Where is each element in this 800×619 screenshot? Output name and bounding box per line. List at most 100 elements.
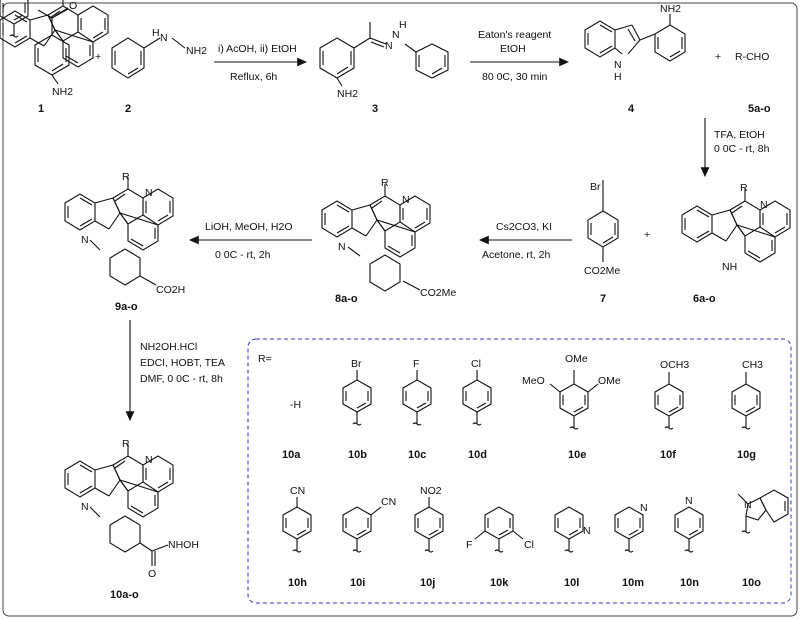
step2-conditions: 80 0C, 30 min	[482, 71, 548, 83]
r-group-10o	[737, 489, 789, 534]
label-compound-4: 4	[628, 103, 635, 115]
atom-n-10m: N	[640, 502, 648, 514]
atom-ch3-10g: CH3	[742, 359, 763, 371]
label-10a: 10a	[282, 449, 301, 461]
atom-f-10c: F	[413, 358, 419, 370]
step1-reagents: i) AcOH, ii) EtOH	[218, 43, 297, 55]
compound-8-structure	[321, 183, 431, 292]
atom-f-10k: F	[466, 539, 472, 551]
r-group-10d	[462, 379, 492, 426]
atom-n-9: N	[145, 187, 153, 199]
atom-r-10: R	[122, 438, 130, 450]
r-group-10k	[484, 506, 514, 553]
compound-3-structure	[319, 22, 449, 87]
r-group-10c	[402, 379, 432, 426]
atom-n10-indole: N	[81, 501, 89, 513]
atom-r-8: R	[381, 177, 389, 189]
compound-9-structure	[64, 176, 174, 286]
label-compound-6: 6a-o	[693, 293, 716, 305]
step2-reagent: Eaton's reagent	[478, 29, 551, 41]
atom-no2-10j: NO2	[420, 485, 442, 497]
plus-sign: +	[95, 51, 101, 63]
label-10l: 10l	[564, 577, 579, 589]
atom-nh-2: H	[152, 27, 160, 39]
atom-nh2-3: NH2	[337, 88, 358, 100]
compound-7-structure	[587, 180, 619, 262]
r-group-10l	[554, 506, 584, 553]
label-10e: 10e	[568, 449, 586, 461]
compound-1-structure	[34, 7, 70, 85]
atom-br-10b: Br	[351, 358, 362, 370]
label-10d: 10d	[468, 449, 487, 461]
atom-n-10o: N	[744, 499, 752, 511]
label-compound-5: 5a-o	[748, 103, 771, 115]
atom-nh2-2: NH2	[186, 45, 207, 57]
r-group-10h	[282, 506, 312, 553]
label-10c: 10c	[408, 449, 426, 461]
atom-cn-10i: CN	[381, 496, 396, 508]
r-group-h: -H	[290, 399, 301, 411]
atom-co2h-9: CO2H	[156, 284, 185, 296]
atom-n-10: N	[145, 454, 153, 466]
step3-reagents: TFA, EtOH	[714, 129, 765, 141]
label-10o: 10o	[742, 577, 761, 589]
atom-br-7: Br	[590, 181, 601, 193]
atom-co2me-7: CO2Me	[584, 265, 620, 277]
label-compound-10: 10a-o	[110, 589, 139, 601]
compound-2-structure	[111, 37, 186, 79]
aldehyde-formula: R-CHO	[735, 51, 769, 63]
atom-n-10n: N	[685, 495, 693, 507]
atom-o-10: O	[148, 568, 156, 580]
label-compound-8: 8a-o	[335, 293, 358, 305]
plus-sign-2: +	[715, 51, 721, 63]
step5-reagents: LiOH, MeOH, H2O	[205, 221, 293, 233]
label-compound-2: 2	[125, 103, 131, 115]
label-10g: 10g	[737, 449, 756, 461]
label-10k: 10k	[490, 577, 509, 589]
atom-n-3b: N	[392, 29, 400, 41]
label-10n: 10n	[680, 577, 699, 589]
atom-n9-indole: N	[81, 234, 89, 246]
step6-conditions: DMF, 0 0C - rt, 8h	[140, 373, 223, 385]
label-10i: 10i	[350, 577, 365, 589]
atom-n8-indole: N	[338, 241, 346, 253]
atom-n-6: N	[760, 199, 768, 211]
plus-sign-3: +	[644, 229, 650, 241]
atom-cl-10d: Cl	[471, 358, 481, 370]
label-10b: 10b	[348, 449, 367, 461]
compound-6-structure	[681, 188, 791, 263]
atom-cl-10k: Cl	[524, 539, 534, 551]
atom-och3-10f: OCH3	[660, 359, 689, 371]
atom-n-8: N	[402, 194, 410, 206]
r-group-10m	[614, 506, 644, 553]
atom-n-10l: N	[583, 525, 591, 537]
atom-co2me-8: CO2Me	[420, 287, 456, 299]
atom-r-6: R	[740, 182, 748, 194]
compound-10-structure	[64, 443, 174, 566]
atom-r-9: R	[122, 171, 130, 183]
step4-reagents: Cs2CO3, KI	[496, 221, 552, 233]
atom-nh2: NH2	[52, 86, 73, 98]
label-10h: 10h	[288, 577, 307, 589]
step1-conditions: Reflux, 6h	[230, 71, 277, 83]
atom-nh2-4: NH2	[660, 3, 681, 15]
atom-n-4: N	[614, 59, 622, 71]
step3-conditions: 0 0C - rt, 8h	[714, 143, 770, 155]
atom-nh-6: NH	[722, 261, 737, 273]
atom-meo-10e: MeO	[522, 375, 545, 387]
atom-h-3: H	[399, 19, 407, 31]
r-group-10i	[342, 506, 372, 553]
r-group-10j	[414, 506, 444, 553]
r-group-10f	[654, 383, 684, 430]
atom-h-4: H	[614, 71, 622, 83]
label-10f: 10f	[660, 449, 676, 461]
atom-o: O	[69, 0, 77, 12]
label-10j: 10j	[420, 577, 435, 589]
atom-cn-10h: CN	[290, 485, 305, 497]
atom-nhoh-10: NHOH	[168, 539, 199, 551]
label-compound-1: 1	[38, 103, 44, 115]
atom-n-3a: N	[385, 40, 393, 52]
step2-solvent: EtOH	[500, 43, 526, 55]
